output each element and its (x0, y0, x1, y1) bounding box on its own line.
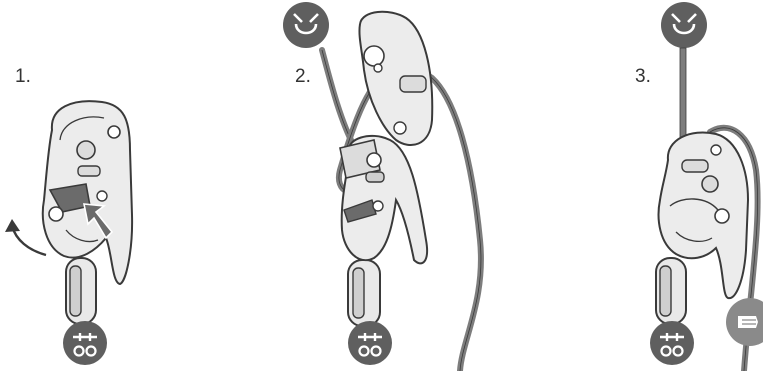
carabiner (65, 257, 97, 325)
step-2-panel: 2. (250, 0, 510, 371)
belay-device (41, 100, 134, 286)
belay-device (339, 10, 434, 265)
belay-device (657, 131, 750, 300)
anchor-icon (283, 2, 329, 48)
step-number: 2. (295, 66, 311, 87)
harness-icon (650, 321, 694, 365)
step-number: 3. (635, 66, 651, 87)
harness-icon (348, 321, 392, 365)
step-2-illustration (283, 2, 484, 371)
harness-icon (63, 321, 107, 365)
step-1-panel: 1. (0, 0, 250, 371)
step-number: 1. (15, 66, 31, 87)
direction-arrow-icon (5, 219, 47, 257)
step-3-panel: 3. (510, 0, 763, 371)
step-1-illustration (5, 100, 134, 365)
step-3-illustration (650, 2, 763, 371)
carabiner (655, 257, 687, 325)
hand-brake-icon (726, 298, 763, 346)
push-arrow-icon (83, 203, 114, 240)
carabiner (347, 259, 381, 327)
anchor-icon (661, 2, 707, 48)
